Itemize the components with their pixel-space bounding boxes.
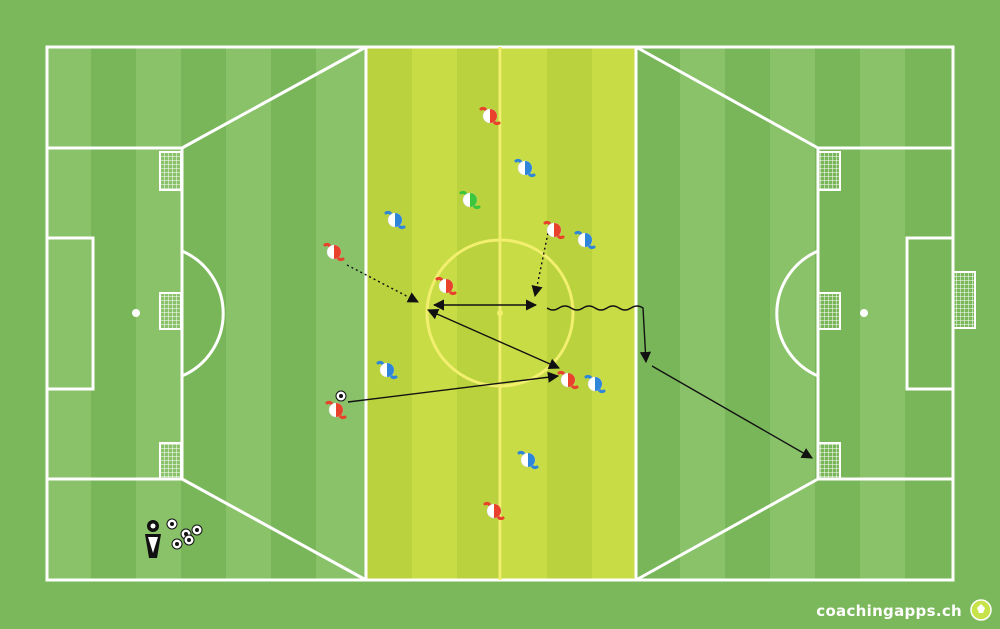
zone-stripe — [502, 47, 547, 580]
blue-player-icon — [376, 360, 398, 380]
right-mini-goal-top — [817, 151, 841, 191]
dribble-arrow — [546, 305, 652, 364]
green-goalkeeper-icon — [459, 190, 481, 210]
pitch-stripe — [635, 47, 680, 580]
blue-player-icon — [514, 158, 536, 178]
pitch-stripe — [271, 47, 316, 580]
blue-player-icon — [384, 210, 406, 230]
brand-logo-text: coachingapps.ch — [816, 602, 962, 620]
zone-stripe — [547, 47, 592, 580]
left-penalty-spot — [132, 309, 140, 317]
left-mini-goal-bottom — [159, 442, 183, 480]
players — [323, 106, 606, 521]
zone-stripe — [367, 47, 412, 580]
blue-player-icon — [517, 450, 539, 470]
movement-arrows — [346, 232, 813, 459]
pitch-stripe — [47, 47, 92, 580]
right-penalty-arc — [775, 249, 819, 378]
run-arrow — [346, 264, 419, 303]
right-funnel-line-bottom — [635, 477, 819, 582]
left-mini-goal-middle — [159, 292, 183, 330]
right-main-goal — [952, 271, 976, 329]
red-player-icon — [323, 242, 345, 262]
ball-icon — [166, 518, 178, 530]
red-player-icon — [543, 220, 565, 240]
right-mini-goal-bottom — [817, 442, 841, 480]
zone-stripe — [457, 47, 502, 580]
zone-stripe — [592, 47, 635, 580]
pass-arrow — [347, 371, 560, 403]
left-funnel-line-bottom — [181, 477, 367, 582]
red-player-icon — [435, 276, 457, 296]
right-goal-area — [905, 236, 953, 391]
blue-player-icon — [584, 374, 606, 394]
ball-icon — [171, 538, 183, 550]
blue-player-icon — [574, 230, 596, 250]
pitch-stripe — [680, 47, 725, 580]
ball-icon — [191, 524, 203, 536]
pitch-stripe — [905, 47, 953, 580]
pitch-stripes — [47, 47, 953, 580]
red-player-icon — [483, 501, 505, 521]
coach-icon — [145, 520, 161, 558]
equipment — [145, 390, 347, 558]
left-funnel-line-top — [181, 45, 367, 150]
center-spot — [497, 310, 503, 316]
red-player-icon — [557, 370, 579, 390]
left-penalty-arc — [181, 249, 225, 378]
goals — [159, 151, 976, 480]
left-mini-goal-top — [159, 151, 183, 191]
pass-arrow — [426, 308, 561, 370]
red-player-icon — [325, 400, 347, 420]
ball-icon — [183, 534, 195, 546]
pitch-stripe — [316, 47, 367, 580]
right-funnel-line-top — [635, 45, 819, 150]
pitch-stripe — [725, 47, 770, 580]
pitch-stripe — [226, 47, 271, 580]
ball-icon — [335, 390, 347, 402]
brand-ball-icon — [970, 599, 992, 621]
red-player-icon — [479, 106, 501, 126]
left-goal-area — [47, 236, 95, 391]
shot-arrow — [651, 365, 813, 459]
right-penalty-spot — [860, 309, 868, 317]
run-arrow — [531, 232, 549, 298]
pitch-stripe — [91, 47, 136, 580]
right-mini-goal-middle — [817, 292, 841, 330]
